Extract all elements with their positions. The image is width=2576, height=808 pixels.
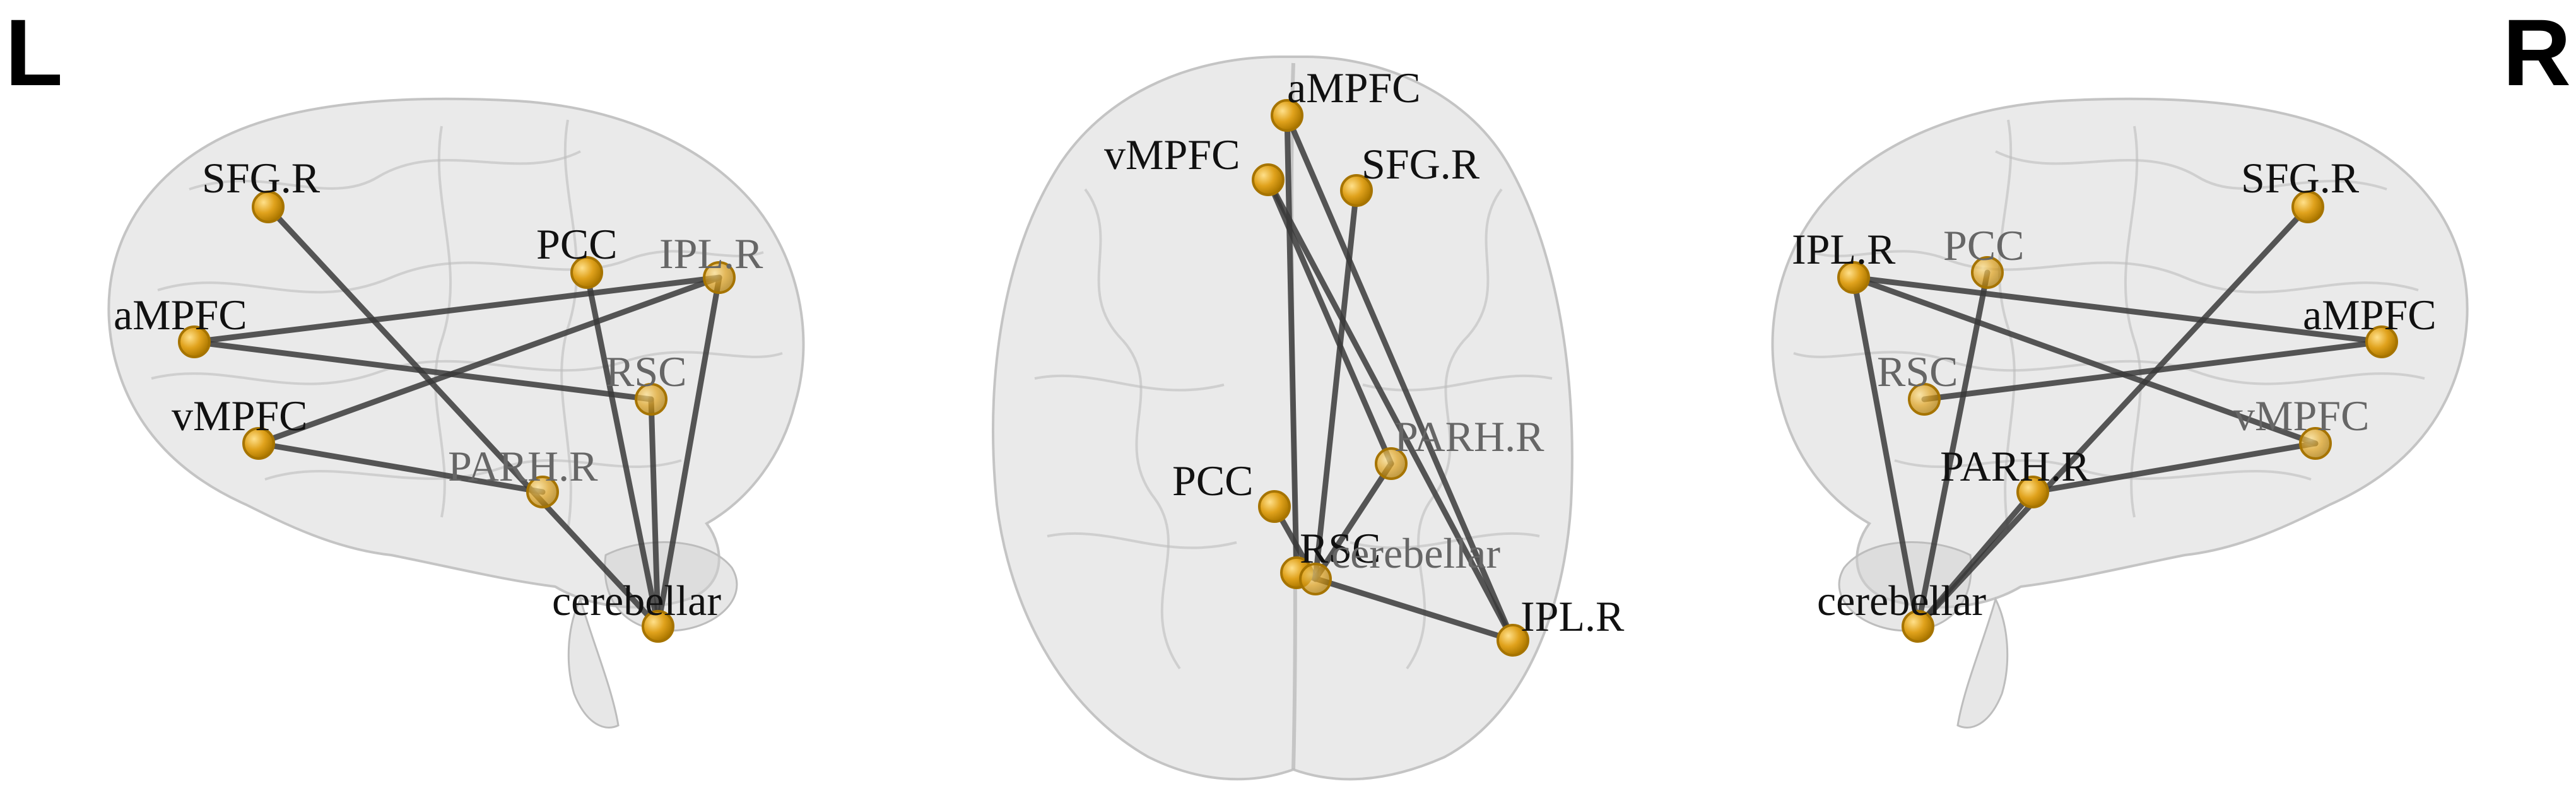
brain-region-node — [526, 476, 559, 508]
node-label: SFG.R — [2241, 154, 2360, 202]
node-label: PARH.R — [448, 442, 598, 490]
node-label: RSC — [1300, 524, 1381, 572]
node-label: SFG.R — [1362, 140, 1480, 188]
brain-region-node — [642, 610, 674, 643]
node-label: RSC — [606, 348, 687, 395]
connection-edge — [1915, 269, 1991, 629]
connection-edge — [1312, 187, 1360, 582]
connection-edge — [584, 269, 661, 629]
connection-edge — [256, 274, 722, 447]
connection-edge — [1850, 274, 1921, 629]
brain-region-node — [2365, 325, 2398, 358]
brain-region-node — [1299, 563, 1332, 595]
connection-edge — [191, 274, 722, 345]
connection-edge — [1265, 177, 1516, 643]
brain-region-node — [2291, 190, 2324, 223]
node-label: PARH.R — [1394, 413, 1544, 460]
node-label: SFG.R — [202, 154, 321, 202]
connection-edge — [1265, 177, 1394, 467]
node-label: cerebellar — [552, 577, 721, 624]
brain-region-node — [1908, 383, 1941, 416]
brain-region-node — [1971, 256, 2004, 289]
connections-layer — [191, 112, 2385, 643]
right-hemisphere-label: R — [2502, 0, 2571, 105]
brain-region-node — [703, 261, 736, 294]
node-label: vMPFC — [172, 392, 307, 440]
brain-region-node — [1271, 99, 1303, 132]
brain-region-node — [1902, 610, 1934, 643]
node-label: aMPFC — [1287, 64, 1421, 112]
node-label: IPL.R — [1520, 592, 1625, 640]
node-label: cerebellar — [1331, 529, 1500, 577]
connection-edge — [655, 274, 722, 629]
connection-edge — [1915, 489, 2036, 629]
brain-region-node — [1258, 490, 1291, 523]
brain-region-node — [252, 190, 285, 223]
connection-edge — [256, 440, 546, 495]
labels-layer: SFG.R PCC IPL.R aMPFC RSC vMPFC PARH.R cerebell… — [114, 64, 2437, 640]
node-label: aMPFC — [2303, 291, 2437, 339]
connection-edge — [648, 396, 661, 629]
connection-edge — [191, 339, 654, 402]
connection-edge — [1915, 204, 2311, 629]
node-label: IPL.R — [1792, 225, 1896, 273]
node-label: cerebellar — [1817, 577, 1986, 624]
brain-region-node — [242, 427, 275, 460]
brain-region-node — [1340, 174, 1373, 207]
node-label: IPL.R — [659, 230, 763, 278]
connection-edge — [1284, 112, 1516, 643]
brain-region-node — [1497, 624, 1529, 657]
brain-region-node — [2299, 427, 2332, 460]
node-label: vMPFC — [2233, 392, 2369, 440]
brain-region-node — [1837, 261, 1870, 294]
node-label: PCC — [1172, 457, 1254, 505]
connection-edge — [1850, 274, 2319, 447]
brain-region-node — [635, 383, 668, 416]
node-label: vMPFC — [1104, 131, 1240, 179]
connection-edge — [2030, 440, 2319, 495]
node-label: PCC — [1943, 221, 2025, 269]
brain-region-node — [1252, 163, 1285, 196]
brain-region-node — [570, 256, 603, 289]
brain-region-node — [2016, 476, 2049, 508]
connection-edge — [265, 204, 661, 629]
connection-edge — [1850, 274, 2385, 345]
nodes-layer — [178, 99, 2398, 657]
node-label: RSC — [1877, 348, 1958, 395]
left-hemisphere-label: L — [5, 0, 63, 105]
connection-edge — [1293, 570, 1516, 643]
brain-region-node — [178, 325, 211, 358]
node-label: PARH.R — [1940, 442, 2090, 490]
node-label: PCC — [536, 220, 618, 268]
connection-edge — [1312, 460, 1394, 582]
brain-region-node — [1375, 447, 1408, 480]
node-label: aMPFC — [114, 291, 247, 339]
connection-edge — [1284, 112, 1300, 576]
